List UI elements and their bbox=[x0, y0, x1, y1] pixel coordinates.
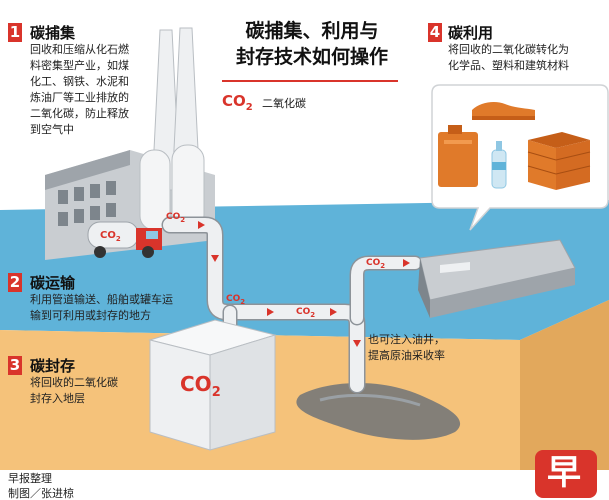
shoe-icon bbox=[472, 102, 535, 120]
storage-co2-label: CO2 bbox=[180, 372, 221, 400]
main-title: 碳捕集、利用与 封存技术如何操作 bbox=[235, 20, 388, 68]
footer-credit: 早报整理 制图／张进椋 bbox=[8, 472, 74, 500]
storage-block bbox=[148, 319, 277, 451]
oil-well-note: 也可注入油井， 提高原油采收率 bbox=[368, 333, 445, 362]
step-2-title: 碳运输 bbox=[30, 274, 76, 292]
step-3-body: 将回收的二氧化碳 封存入地层 bbox=[30, 376, 118, 405]
step-4-body: 将回收的二氧化碳转化为 化学品、塑料和建筑材料 bbox=[448, 43, 569, 72]
pipeline bbox=[161, 216, 423, 394]
step-2-body: 利用管道输送、船舶或罐车运 输到可利用或封存的地方 bbox=[30, 293, 173, 322]
step-2-number: 2 bbox=[8, 273, 22, 292]
step-4-title: 碳利用 bbox=[448, 24, 494, 42]
step-1-body: 回收和压缩从化石燃 料密集型产业，如煤 化工、钢铁、水泥和 炼油厂等工业排放的 … bbox=[30, 43, 129, 136]
step-3-title: 碳封存 bbox=[30, 357, 76, 375]
step-4-number: 4 bbox=[428, 23, 442, 42]
brick-wall-icon bbox=[527, 132, 591, 190]
tanker-truck bbox=[87, 221, 162, 258]
utilization-plant bbox=[418, 239, 576, 318]
step-1-title: 碳捕集 bbox=[30, 24, 76, 42]
water-bottle-icon bbox=[491, 141, 507, 189]
footer-bar bbox=[0, 470, 609, 500]
pipe-co2-label-2: CO2 bbox=[226, 294, 246, 306]
zaobao-logo bbox=[535, 450, 597, 498]
title-underline bbox=[222, 80, 398, 82]
legend-label: 二氧化碳 bbox=[262, 97, 306, 110]
pipe-co2-label-4: CO2 bbox=[366, 258, 386, 270]
pipe-co2-label-3: CO2 bbox=[296, 307, 316, 319]
step-1-number: 1 bbox=[8, 23, 22, 42]
factory-roof bbox=[45, 150, 130, 190]
pipe-co2-label-1: CO2 bbox=[166, 212, 186, 224]
step-3-number: 3 bbox=[8, 356, 22, 375]
tanker-co2-label: CO2 bbox=[100, 230, 121, 243]
products-bubble bbox=[431, 84, 609, 231]
logo-character: 早 bbox=[547, 453, 581, 493]
legend-symbol: CO2 bbox=[222, 92, 253, 113]
ground-side bbox=[520, 300, 609, 470]
oil-reservoir-shine bbox=[319, 393, 421, 407]
fuel-jerrycan-icon bbox=[438, 125, 478, 187]
factory-windows bbox=[58, 181, 116, 226]
